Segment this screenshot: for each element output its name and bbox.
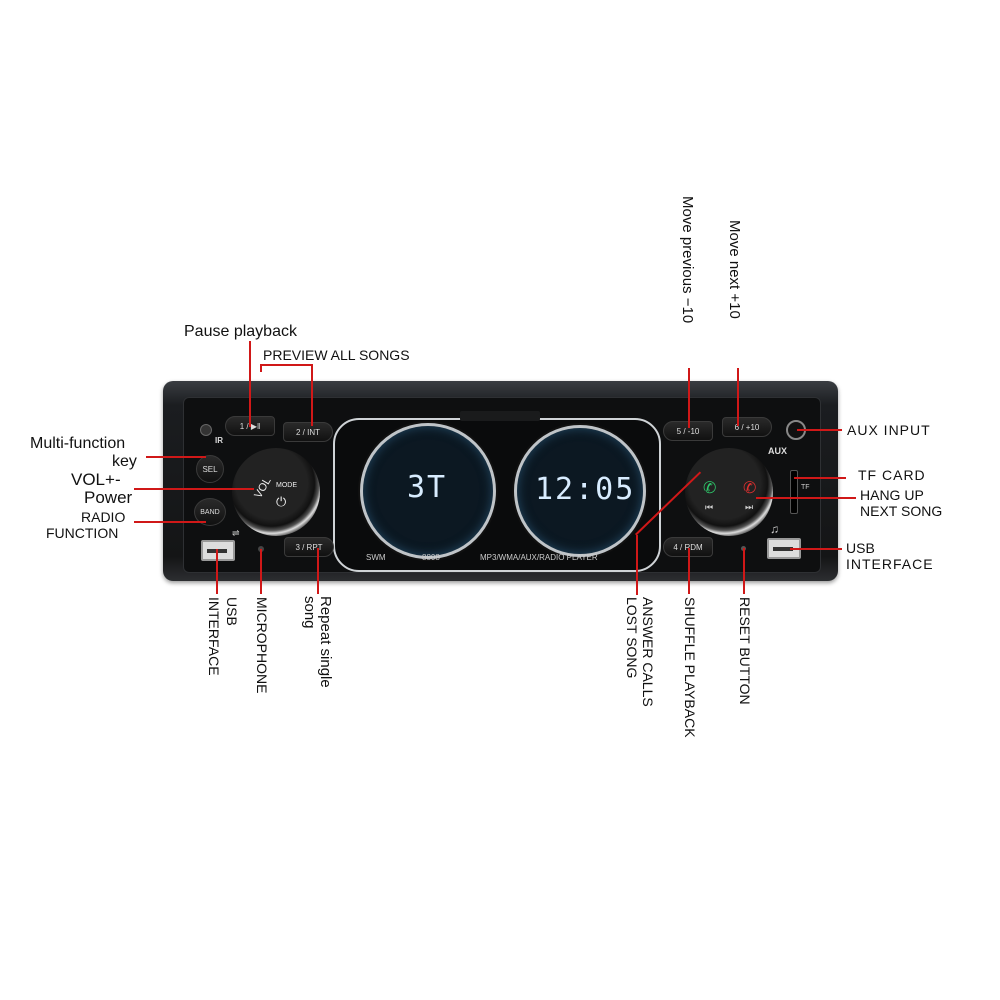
label-answer-calls-2: LOST SONG: [624, 597, 640, 679]
clock-display: 12:05: [535, 472, 636, 507]
label-reset: RESET BUTTON: [737, 597, 753, 705]
button-sel[interactable]: SEL: [196, 455, 224, 483]
label-preview-all-songs: PREVIEW ALL SONGS: [263, 347, 410, 363]
label-radio-2: FUNCTION: [46, 525, 119, 541]
right-knob[interactable]: ✆ ✆ ⏮ ⏭: [685, 448, 773, 536]
line-vol-power: [134, 488, 254, 490]
line-tf: [794, 477, 846, 479]
left-lcd: 3T: [360, 423, 496, 559]
label-pause-playback: Pause playback: [184, 323, 297, 340]
line-usb-left: [216, 549, 218, 594]
right-lcd: 12:05: [514, 425, 646, 557]
label-next-song: NEXT SONG: [860, 503, 943, 519]
line-preview-v: [311, 364, 313, 426]
label-radio-1: RADIO: [81, 509, 126, 525]
usb-port-left[interactable]: [201, 540, 235, 561]
label-repeat-2: song: [301, 596, 318, 629]
line-pause-playback: [249, 341, 251, 427]
hang-up-icon: ✆: [743, 480, 757, 497]
vol-label: VOL: [252, 475, 274, 501]
ir-label: IR: [215, 436, 223, 445]
label-move-next: Move next +10: [726, 220, 743, 319]
line-reset: [743, 548, 745, 594]
label-usb-right-1: USB: [846, 540, 875, 556]
brand-label: SWM: [366, 553, 386, 562]
line-answer: [636, 535, 638, 595]
tf-card-slot[interactable]: [790, 470, 798, 514]
label-multi-function-1: Multi-function: [30, 435, 126, 452]
aux-label: AUX: [768, 446, 788, 456]
label-vol-1: VOL+-: [71, 470, 121, 489]
label-shuffle: SHUFFLE PLAYBACK: [682, 597, 698, 738]
label-vol-2: Power: [84, 488, 133, 507]
line-microphone: [260, 549, 262, 594]
label-usb-left-1: USB: [224, 597, 240, 626]
line-preview: [260, 364, 262, 372]
power-icon: ⏻: [276, 494, 287, 509]
line-move-prev: [688, 368, 690, 428]
ir-sensor: [200, 424, 212, 436]
line-hangup: [756, 497, 856, 499]
label-usb-right-2: INTERFACE: [846, 556, 934, 572]
label-multi-function-2: key: [112, 453, 137, 470]
label-answer-calls-1: ANSWER CALLS: [640, 597, 656, 707]
line-repeat: [317, 548, 319, 594]
line-aux: [797, 429, 842, 431]
model-label: 8808: [422, 553, 440, 562]
player-caption: MP3/WMA/AUX/RADIO PLAYER: [480, 553, 598, 562]
label-usb-left-2: INTERFACE: [206, 597, 222, 676]
mode-label: MODE: [276, 482, 297, 489]
button-3-rpt[interactable]: 3 / RPT: [284, 537, 334, 557]
usb-icon-left: ⇌: [232, 528, 240, 538]
label-move-previous: Move previous −10: [679, 196, 696, 324]
label-aux-input: AUX INPUT: [847, 422, 931, 438]
line-multifunction: [146, 456, 206, 458]
answer-call-icon: ✆: [703, 480, 717, 497]
top-slot: [460, 411, 540, 421]
button-6-plus10[interactable]: 6 / +10: [722, 417, 772, 437]
left-lcd-text: 3T: [407, 470, 448, 505]
label-hang-up: HANG UP: [860, 487, 924, 503]
line-move-next: [737, 368, 739, 426]
tf-label: TF: [801, 484, 810, 491]
button-2-int[interactable]: 2 / INT: [283, 422, 333, 442]
label-tf-card: TF CARD: [858, 467, 926, 483]
label-repeat-1: Repeat single: [317, 596, 334, 688]
line-preview-h: [260, 364, 312, 366]
label-microphone: MICROPHONE: [254, 597, 270, 694]
next-track-icon: ⏭: [745, 502, 754, 512]
line-radio: [134, 521, 206, 523]
music-note-icon: ♫: [770, 522, 779, 536]
volume-knob[interactable]: VOL MODE ⏻: [232, 448, 320, 536]
line-usb-right: [790, 548, 842, 550]
line-shuffle: [688, 548, 690, 594]
previous-track-icon: ⏮: [705, 502, 714, 512]
